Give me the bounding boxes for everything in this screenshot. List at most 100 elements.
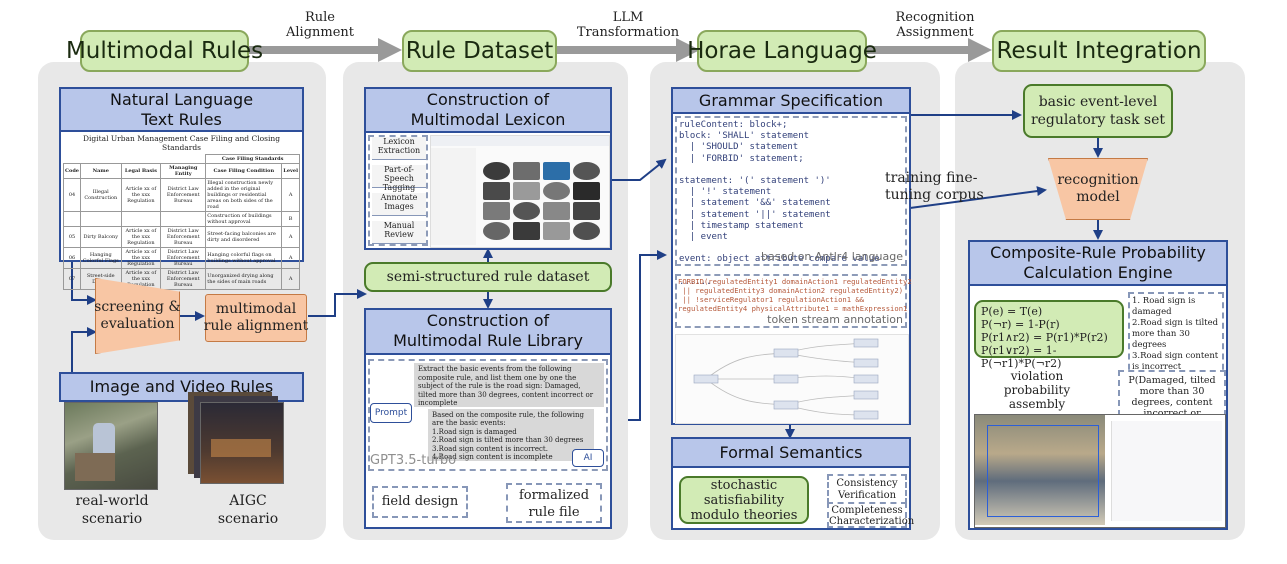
lexicon-header: Construction of Multimodal Lexicon bbox=[364, 87, 612, 134]
lexicon-image-tile bbox=[513, 222, 540, 240]
ai-button[interactable]: AI bbox=[572, 449, 604, 467]
grammar-box: ruleContent: block+; block: 'SHALL' stat… bbox=[671, 112, 912, 425]
engine-box: P(e) = T(e)P(¬r) = 1-P(r)P(r1∧r2) = P(r1… bbox=[968, 284, 1228, 530]
table-cell: A bbox=[281, 178, 300, 212]
table-row: Construction of buildings without approv… bbox=[63, 211, 300, 227]
antlr-label: based on Antlr4 language bbox=[761, 250, 903, 263]
table-cell: Dirty Balcony bbox=[80, 226, 122, 248]
violation-label: violation probability assembly bbox=[1003, 369, 1071, 411]
table-header-cell: Case Filing Condition bbox=[205, 163, 283, 179]
lexicon-step: Manual Review bbox=[372, 221, 426, 244]
table-cell bbox=[120, 211, 162, 227]
table-cell: 07 bbox=[63, 268, 81, 290]
lexicon-step: Annotate Images bbox=[372, 193, 426, 216]
token-stream-area bbox=[675, 274, 907, 328]
screening-evaluation-box: screening & evaluation bbox=[95, 278, 180, 354]
table-cell: 04 bbox=[63, 178, 81, 212]
token-label: token stream annotation bbox=[767, 313, 903, 326]
formula-line: P(¬r) = 1-P(r) bbox=[981, 318, 1060, 331]
table-cell: Illegal Construction bbox=[80, 178, 122, 212]
table-cell: District Law Enforcement Bureau bbox=[160, 178, 207, 212]
library-header: Construction of Multimodal Rule Library bbox=[364, 308, 612, 355]
consistency-box: Consistency Verification bbox=[827, 474, 907, 504]
stage-horae-language: Horae Language bbox=[687, 30, 877, 72]
label-llm-transformation: LLM Transformation bbox=[576, 10, 680, 40]
lexicon-image-tile bbox=[513, 162, 540, 180]
connector-lexicon-to-grammar bbox=[610, 158, 667, 181]
completeness-box: Completeness Characterization bbox=[827, 502, 914, 528]
connector-library-to-grammar bbox=[628, 250, 667, 421]
smt-box: stochastic satisfiability modulo theorie… bbox=[679, 476, 809, 524]
label-rule-alignment: Rule Alignment bbox=[285, 10, 354, 40]
lexicon-image-tile bbox=[483, 202, 510, 220]
stage-rule-dataset: Rule Dataset bbox=[402, 30, 557, 72]
formal-box: stochastic satisfiability modulo theorie… bbox=[671, 466, 914, 530]
lexicon-image-tile bbox=[513, 202, 540, 220]
table-cell: A bbox=[281, 247, 300, 269]
table-cell: 05 bbox=[63, 226, 81, 248]
table-cell: B bbox=[281, 211, 300, 227]
table-cell: Illegal construction newly added in the … bbox=[205, 178, 283, 212]
recognition-model: recognition model bbox=[1048, 158, 1148, 220]
table-cell: Hanging Colorful Flags bbox=[80, 247, 122, 269]
real-world-caption: real-world scenario bbox=[75, 493, 149, 527]
lexicon-step: Part-of-Speech Tagging bbox=[372, 165, 426, 192]
street-scene-photo bbox=[975, 415, 1105, 525]
connector-alignment-to-semi bbox=[308, 289, 367, 317]
real-world-photo bbox=[64, 402, 158, 490]
table-cell: Construction of buildings without approv… bbox=[205, 211, 283, 227]
lexicon-image-tile bbox=[483, 162, 510, 180]
table-cell: District Law Enforcement Bureau bbox=[160, 226, 207, 248]
table-cell: Article xx of the xxx Regulation bbox=[120, 226, 162, 248]
formula-box: P(e) = T(e)P(¬r) = 1-P(r)P(r1∧r2) = P(r1… bbox=[974, 300, 1124, 370]
formula-line: P(e) = T(e) bbox=[981, 305, 1043, 318]
table-cell: A bbox=[281, 226, 300, 248]
lexicon-image-tile bbox=[513, 182, 540, 200]
result-screenshot bbox=[974, 414, 1226, 528]
result-probability: P(Damaged, tilted more than 30 degrees, … bbox=[1118, 370, 1226, 430]
image-video-header: Image and Video Rules bbox=[59, 372, 304, 402]
grammar-rules-area bbox=[675, 116, 907, 266]
stage-result-integration: Result Integration bbox=[992, 30, 1206, 72]
events-list: 1. Road sign is damaged 2.Road sign is t… bbox=[1128, 292, 1224, 394]
table-cell: Article xx of the xxx Regulation bbox=[120, 247, 162, 269]
task-set-box: basic event-level regulatory task set bbox=[1023, 84, 1173, 138]
lexicon-image-tile bbox=[573, 182, 600, 200]
formalized-rule-file: formalized rule file bbox=[506, 483, 602, 523]
table-cell bbox=[80, 211, 122, 227]
table-header-cell: Name bbox=[80, 163, 122, 179]
lexicon-image-tile bbox=[543, 222, 570, 240]
gpt-area bbox=[368, 359, 608, 471]
nl-rules-header: Natural Language Text Rules bbox=[59, 87, 304, 132]
stage-multimodal-rules: Multimodal Rules bbox=[66, 30, 263, 72]
connector-iv-to-screening bbox=[71, 327, 97, 372]
semi-structured-dataset: semi-structured rule dataset bbox=[364, 262, 612, 292]
library-box: Extract the basic events from the follow… bbox=[364, 353, 612, 529]
table-cell: Hanging colorful flags on buildings with… bbox=[205, 247, 283, 269]
table-cell: 06 bbox=[63, 247, 81, 269]
lexicon-screenshot bbox=[430, 135, 610, 248]
table-title: Digital Urban Management Case Filing and… bbox=[82, 134, 281, 152]
table-header-cell: Legal Basis bbox=[120, 163, 162, 179]
prompt-button[interactable]: Prompt bbox=[370, 403, 412, 423]
table-cell: District Law Enforcement Bureau bbox=[160, 268, 207, 290]
ai-bubble: Based on the composite rule, the followi… bbox=[428, 409, 594, 461]
gpt-label: GPT3.5-turbo bbox=[370, 453, 457, 468]
lexicon-image-tile bbox=[573, 222, 600, 240]
token-code: FORBID(regulatedEntity1 domainAction1 re… bbox=[678, 277, 912, 313]
multimodal-alignment-box: multimodal rule alignment bbox=[204, 294, 308, 342]
grammar-header: Grammar Specification bbox=[671, 87, 911, 115]
lexicon-step: Lexicon Extraction bbox=[372, 137, 426, 160]
lexicon-steps bbox=[368, 135, 428, 246]
table-group-header: Case Filing Standards bbox=[205, 154, 300, 164]
grammar-code: ruleContent: block+; block: 'SHALL' stat… bbox=[679, 120, 880, 287]
training-corpus-label: training fine- tuning corpus bbox=[885, 170, 984, 203]
table-cell: District Law Enforcement Bureau bbox=[160, 247, 207, 269]
lexicon-image-tile bbox=[483, 182, 510, 200]
prompt-bubble: Extract the basic events from the follow… bbox=[414, 363, 604, 407]
formula-line: P(r1∧r2) = P(r1)*P(r2) bbox=[981, 331, 1108, 344]
aigc-caption: AIGC scenario bbox=[217, 493, 279, 527]
